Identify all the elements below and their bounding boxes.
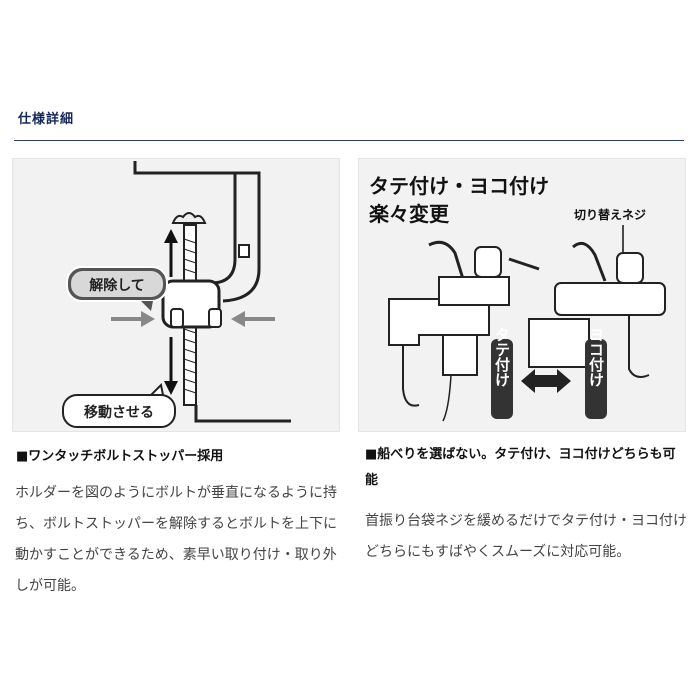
feature-heading-bolt-stopper: ■ワンタッチボルトストッパー採用 — [16, 449, 224, 464]
label-release: 解除して — [89, 277, 145, 294]
feature-heading-mount-orientation: ■船べりを選ばない。タテ付け、ヨコ付けどちらも可能 — [365, 447, 676, 488]
section-title: 仕様詳細 — [18, 112, 75, 127]
mount-orientation-illustration: タテ付け・ヨコ付け 楽々変更 切り替えネジ タテ付け ヨコ付け — [369, 174, 666, 422]
label-screw: 切り替えネジ — [574, 207, 646, 222]
tag-vertical: タテ付け — [493, 327, 511, 387]
feature-body-mount-orientation: 首振り台袋ネジを緩めるだけでタテ付け・ヨコ付けどちらにもすばやくスムーズに対応可… — [365, 513, 687, 560]
bolt-stopper-illustration: 解除して 移動させる — [62, 161, 291, 428]
mount-orientation-illustration-panel: タテ付け・ヨコ付け 楽々変更 切り替えネジ タテ付け ヨコ付け — [358, 158, 686, 432]
tag-horizontal: ヨコ付け — [587, 327, 605, 387]
title-line-1: タテ付け・ヨコ付け — [369, 174, 549, 198]
title-line-2: 楽々変更 — [369, 202, 450, 226]
section-divider — [14, 140, 684, 141]
label-move: 移動させる — [84, 404, 154, 421]
feature-body-bolt-stopper: ホルダーを図のようにボルトが垂直になるように持ち、ボルトストッパーを解除するとボ… — [15, 485, 337, 594]
bolt-stopper-illustration-panel: 解除して 移動させる — [12, 158, 340, 432]
